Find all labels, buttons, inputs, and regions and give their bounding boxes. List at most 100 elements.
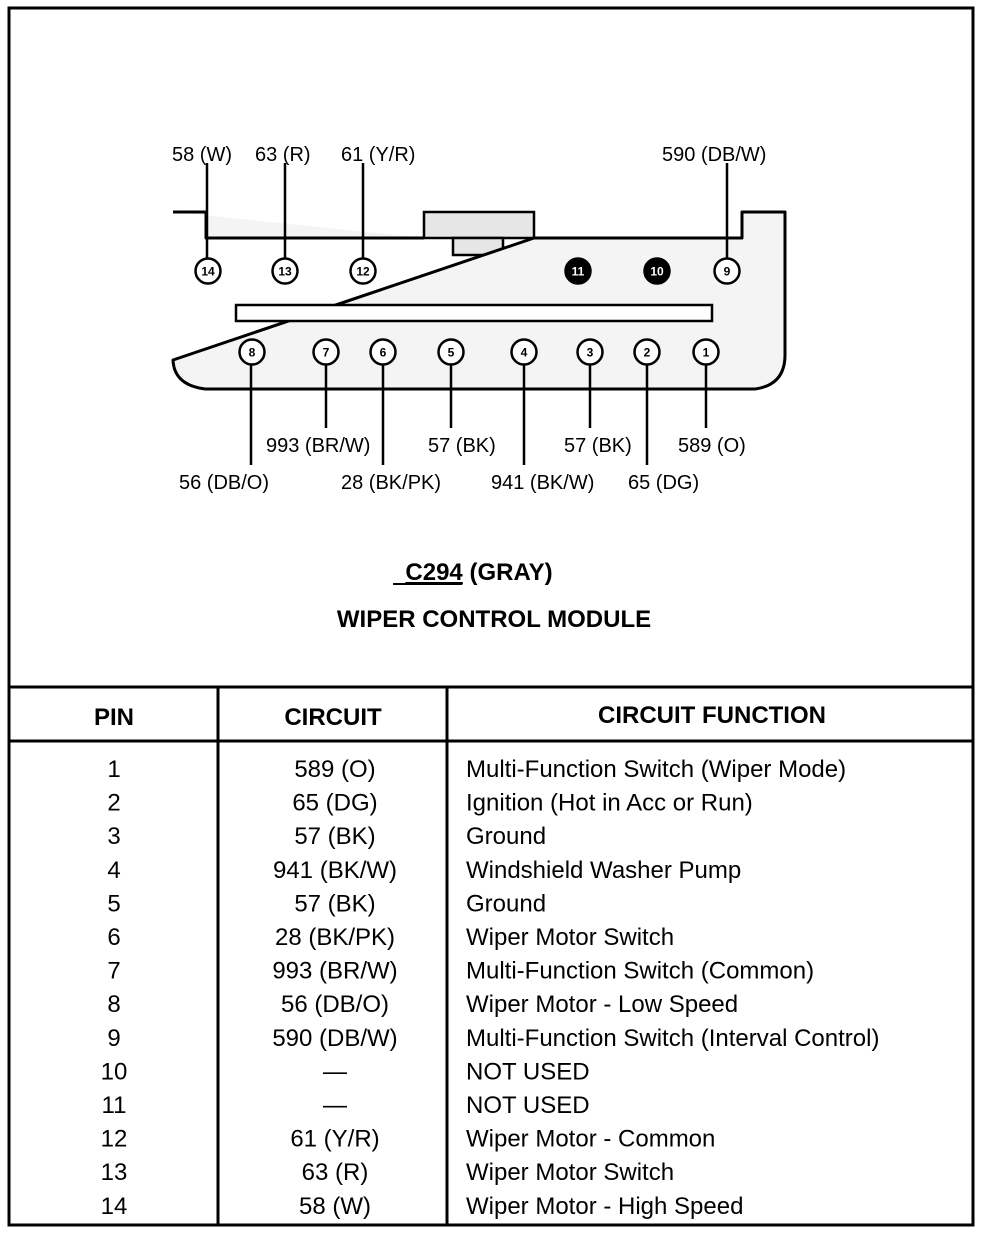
pin-number: 8	[249, 346, 256, 360]
pin-cavity-6: 6	[369, 338, 397, 366]
pin-number: 5	[448, 346, 455, 360]
pin-number: 6	[380, 346, 387, 360]
pin-number: 14	[201, 265, 215, 279]
pin-number: 9	[724, 265, 731, 279]
wire-label-pin-1: 589 (O)	[678, 435, 746, 457]
cell-circuit: 63 (R)	[302, 1159, 369, 1186]
wire-label-pin-5: 57 (BK)	[428, 435, 496, 457]
cell-pin: 13	[101, 1159, 128, 1186]
cell-function: Wiper Motor Switch	[466, 924, 674, 951]
cell-circuit: 57 (BK)	[294, 823, 375, 850]
table-row: 7 993 (BR/W) Multi-Function Switch (Common…	[107, 958, 814, 985]
table-row: 12 61 (Y/R) Wiper Motor - Common	[101, 1126, 716, 1153]
column-header-circuit: CIRCUIT	[284, 704, 382, 731]
table-row: 10 — NOT USED	[101, 1058, 590, 1085]
table-row: 3 57 (BK) Ground	[107, 823, 546, 850]
pin-number: 7	[323, 346, 330, 360]
pin-cavity-12: 12	[349, 257, 377, 285]
connector-slot	[234, 303, 714, 323]
pin-number: 10	[650, 265, 664, 279]
table-row: 1 589 (O) Multi-Function Switch (Wiper Mod…	[107, 756, 846, 783]
connector-face	[171, 210, 787, 391]
pin-cavity-4: 4	[510, 338, 538, 366]
cell-circuit: 58 (W)	[299, 1193, 371, 1220]
cell-function: Windshield Washer Pump	[466, 857, 741, 884]
column-header-pin: PIN	[94, 704, 134, 731]
pin-cavity-1: 1	[692, 338, 720, 366]
pin-cavity-3: 3	[576, 338, 604, 366]
wire-label-pin-13: 63 (R)	[255, 144, 311, 166]
cell-function: Ignition (Hot in Acc or Run)	[466, 790, 753, 817]
cell-circuit: 941 (BK/W)	[273, 857, 397, 884]
pin-cavity-14: 14	[194, 257, 222, 285]
cell-function: NOT USED	[466, 1092, 590, 1119]
cell-pin: 6	[107, 924, 120, 951]
table-row: 5 57 (BK) Ground	[107, 890, 546, 917]
cell-function: Multi-Function Switch (Wiper Mode)	[466, 756, 846, 783]
pin-number: 13	[278, 265, 292, 279]
pin-cavity-10-unused: 10	[643, 257, 671, 285]
cell-pin: 3	[107, 823, 120, 850]
connector-latch-key	[451, 236, 505, 257]
pin-cavity-8: 8	[238, 338, 266, 366]
pin-table-grid	[9, 685, 973, 1225]
cell-pin: 11	[102, 1092, 127, 1119]
wire-label-pin-4: 941 (BK/W)	[491, 472, 594, 494]
table-row: 13 63 (R) Wiper Motor Switch	[101, 1159, 674, 1186]
outer-frame	[7, 6, 975, 1227]
cell-function: Ground	[466, 890, 546, 917]
cell-circuit: 993 (BR/W)	[272, 958, 397, 985]
cell-circuit: —	[323, 1058, 347, 1085]
cell-pin: 9	[107, 1025, 120, 1052]
cell-circuit: 65 (DG)	[292, 790, 377, 817]
cell-pin: 2	[107, 790, 120, 817]
cell-function: Wiper Motor Switch	[466, 1159, 674, 1186]
table-row: 4 941 (BK/W) Windshield Washer Pump	[107, 857, 741, 884]
cell-circuit: 61 (Y/R)	[290, 1126, 379, 1153]
cell-pin: 12	[101, 1126, 128, 1153]
wire-label-pin-12: 61 (Y/R)	[341, 144, 415, 166]
cell-circuit: 589 (O)	[294, 756, 375, 783]
table-row: 9 590 (DB/W) Multi-Function Switch (Interv…	[107, 1025, 879, 1052]
pin-number: 2	[644, 346, 651, 360]
table-row: 14 58 (W) Wiper Motor - High Speed	[101, 1193, 744, 1220]
cell-function: Ground	[466, 823, 546, 850]
cell-function: Multi-Function Switch (Interval Control)	[466, 1025, 879, 1052]
pin-table-body: 1 589 (O) Multi-Function Switch (Wiper Mod…	[101, 756, 880, 1220]
wire-label-pin-6: 28 (BK/PK)	[341, 472, 441, 494]
cell-function: NOT USED	[466, 1058, 590, 1085]
connector-id: C294	[405, 559, 463, 586]
pin-cavity-7: 7	[312, 338, 340, 366]
pin-cavity-11-unused: 11	[564, 257, 592, 285]
column-header-function: CIRCUIT FUNCTION	[598, 702, 826, 729]
pin-number: 1	[703, 346, 710, 360]
wire-label-pin-7: 993 (BR/W)	[266, 435, 370, 457]
cell-pin: 10	[101, 1058, 128, 1085]
cell-pin: 14	[101, 1193, 128, 1220]
pin-cavity-2: 2	[633, 338, 661, 366]
pin-leaders	[205, 163, 729, 465]
cell-pin: 4	[107, 857, 120, 884]
pin-number: 4	[521, 346, 528, 360]
table-row: 2 65 (DG) Ignition (Hot in Acc or Run)	[107, 790, 752, 817]
cell-function: Wiper Motor - Low Speed	[466, 991, 738, 1018]
cell-circuit: 590 (DB/W)	[272, 1025, 397, 1052]
wire-label-pin-2: 65 (DG)	[628, 472, 699, 494]
pin-number: 11	[572, 265, 585, 279]
cell-circuit: 57 (BK)	[294, 890, 375, 917]
connector-color: (GRAY)	[469, 559, 552, 586]
cell-pin: 5	[107, 890, 120, 917]
pin-cavity-9: 9	[713, 257, 741, 285]
cell-function: Wiper Motor - Common	[466, 1126, 715, 1153]
cell-pin: 7	[107, 958, 120, 985]
wire-label-pin-9: 590 (DB/W)	[662, 144, 766, 166]
wire-label-pin-14: 58 (W)	[172, 144, 232, 166]
cell-pin: 1	[107, 756, 120, 783]
cell-function: Wiper Motor - High Speed	[466, 1193, 743, 1220]
connector-title: C294 (GRAY)	[405, 559, 552, 586]
pin-number: 12	[356, 265, 370, 279]
cell-function: Multi-Function Switch (Common)	[466, 958, 814, 985]
